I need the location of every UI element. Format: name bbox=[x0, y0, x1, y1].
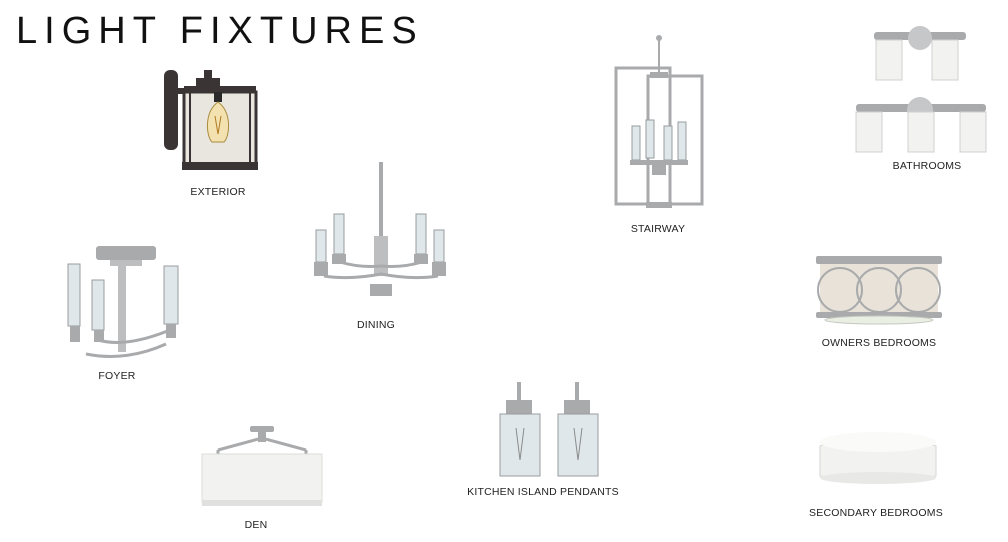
fixture-dining bbox=[310, 160, 452, 298]
caption-exterior: EXTERIOR bbox=[190, 186, 246, 198]
caption-bathrooms: BATHROOMS bbox=[892, 160, 962, 172]
caption-owners-bedrooms: OWNERS BEDROOMS bbox=[821, 337, 937, 349]
caption-kitchen-island-pendants: KITCHEN ISLAND PENDANTS bbox=[467, 486, 619, 498]
fixture-stairway bbox=[612, 34, 706, 212]
fixture-secondary-bedrooms bbox=[816, 424, 940, 488]
wall-lantern-icon bbox=[164, 70, 258, 170]
cylinder-pendant-icon bbox=[499, 382, 599, 477]
vanity-light-icon bbox=[855, 26, 987, 153]
caption-dining: DINING bbox=[357, 319, 395, 331]
drum-flush-mount-icon bbox=[816, 256, 942, 325]
fixture-owners-bedrooms bbox=[814, 252, 944, 326]
dome-flush-mount-icon bbox=[819, 432, 937, 484]
fixture-foyer bbox=[66, 244, 186, 360]
caption-foyer: FOYER bbox=[98, 370, 136, 382]
page-title: LIGHT FIXTURES bbox=[16, 10, 424, 52]
drum-semi-flush-icon bbox=[201, 426, 323, 506]
semi-flush-chandelier-icon bbox=[67, 246, 179, 358]
caption-den: DEN bbox=[244, 519, 268, 531]
fixture-bathrooms bbox=[852, 26, 990, 154]
fixture-exterior bbox=[160, 66, 260, 174]
cage-pendant-icon bbox=[614, 35, 704, 208]
chandelier-icon bbox=[314, 162, 446, 296]
fixture-kitchen-island-pendants bbox=[496, 380, 608, 478]
caption-stairway: STAIRWAY bbox=[630, 223, 686, 235]
fixture-den bbox=[198, 424, 326, 510]
caption-secondary-bedrooms: SECONDARY BEDROOMS bbox=[809, 507, 943, 519]
